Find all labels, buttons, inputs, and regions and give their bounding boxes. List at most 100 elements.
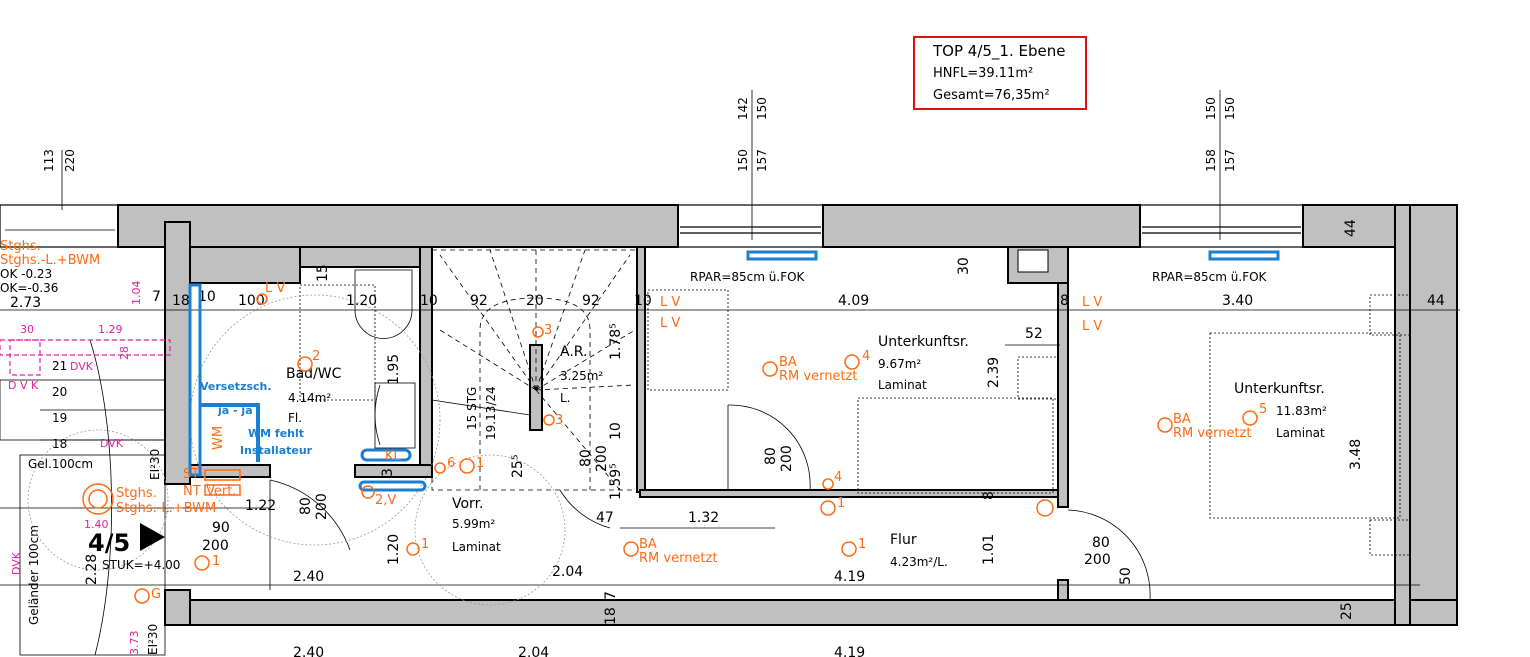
plan-label: 2.28 — [84, 554, 100, 585]
room-floor-bad: Fl. — [288, 411, 302, 425]
plumbing-annotations: Versetzsch. ja - ja WM fehlt Installateu… — [188, 283, 427, 492]
plan-label: 2.39 — [986, 357, 1002, 388]
plan-label: 1.40 — [84, 518, 109, 531]
plan-label: 1.59⁵ — [608, 463, 624, 500]
plan-label: D V K — [8, 379, 39, 392]
plan-label: 2.04 — [552, 564, 583, 580]
plan-label: 4 — [834, 470, 842, 485]
plan-label: 28 — [118, 346, 131, 360]
plan-label: Stghs.-L.+BWM — [116, 501, 216, 516]
plan-label: 1.20 — [386, 534, 402, 565]
plan-label: 25⁵ — [510, 455, 526, 478]
outer-wall-right — [1409, 204, 1458, 626]
electrical-symbols: Stghs. Stghs.-L.+BWM Stghs. Stghs.-L.+BW… — [0, 239, 1267, 604]
railing-label: Gel.100cm — [28, 457, 93, 471]
staircase — [0, 249, 638, 656]
stair-number: 18 — [52, 437, 67, 451]
plan-label: 200 — [779, 445, 795, 472]
sanitary — [27, 269, 1411, 606]
plan-label: 2 — [312, 349, 320, 364]
plan-label: 7 — [603, 591, 619, 600]
room-labels: Bad/WC 4.14m² Fl. A.R. 3.25m² L. Vorr. 5… — [27, 334, 1327, 625]
room-floor-ar: L. — [560, 391, 571, 405]
inner-wall-right — [1394, 204, 1411, 626]
plan-label: 44 — [1343, 219, 1359, 237]
room-area-flur: 4.23m²/L. — [890, 555, 948, 569]
room-floor-unterkunft2: Laminat — [1276, 426, 1325, 440]
plan-label: 1.29 — [98, 323, 123, 336]
room-area-unterkunft1: 9.67m² — [878, 357, 921, 371]
rpar-label: RPAR=85cm ü.FOK — [1152, 270, 1268, 284]
title-box: TOP 4/5_1. Ebene HNFL=39.11m² Gesamt=76,… — [913, 36, 1087, 110]
wall-bad-top — [299, 246, 421, 268]
plan-label: 92 — [582, 293, 600, 309]
rpar-label: RPAR=85cm ü.FOK — [690, 270, 806, 284]
windows — [0, 90, 1304, 248]
plan-label: 52 — [1025, 326, 1043, 342]
stair-number: 20 — [52, 385, 67, 399]
plan-label: 80 — [763, 447, 779, 465]
plan-label: BA — [1173, 412, 1191, 427]
plan-label: L V — [1082, 319, 1102, 334]
plan-label: 20 — [526, 293, 544, 309]
plan-label: 7 — [152, 289, 161, 305]
window-tag-top: 142 — [736, 97, 750, 120]
railing-label: Geländer 100cm — [27, 525, 41, 625]
window-tag-top: 150 — [736, 149, 750, 172]
unit-label: 4/5 — [88, 529, 130, 557]
plan-label: 3 — [555, 413, 563, 428]
plan-label: 100 — [238, 293, 265, 309]
window-tag-top: 150 — [1204, 97, 1218, 120]
plan-label: 5 — [1259, 402, 1267, 417]
wall-flur-top — [639, 489, 1061, 498]
room-name-ar: A.R. — [560, 344, 587, 360]
plan-label: 1.95 — [386, 354, 402, 385]
room-name-unterkunft1: Unterkunftsr. — [878, 334, 969, 350]
plan-label: 2.04 — [518, 645, 549, 657]
wall-left-lower — [164, 589, 191, 626]
plan-label: Vert. — [206, 484, 236, 499]
plan-label: L V — [660, 295, 680, 310]
plan-label: 3.40 — [1222, 293, 1253, 309]
plan-label: DVK — [70, 360, 94, 373]
plan-label: 1.04 — [130, 281, 143, 306]
outer-wall-top-2 — [822, 204, 1141, 248]
window-tag-bottom: 157 — [1223, 149, 1237, 172]
plan-label: 4.19 — [834, 569, 865, 585]
title-box-hnfl: HNFL=39.11m² — [933, 66, 1034, 81]
plan-label: 4 — [862, 349, 870, 364]
plan-label: 18 — [172, 293, 190, 309]
room-area-bad: 4.14m² — [288, 391, 331, 405]
plan-label: OK=-0.36 — [0, 281, 58, 295]
plan-label: ja - ja — [217, 404, 253, 417]
plan-label: WM — [211, 426, 226, 450]
stairs-left — [0, 379, 166, 656]
wall-bad-bottom-left — [189, 464, 271, 478]
plan-label: BA — [639, 537, 657, 552]
plan-label: 10 — [608, 422, 624, 440]
plan-label: OK -0.23 — [0, 267, 52, 281]
room-name-unterkunft2: Unterkunftsr. — [1234, 381, 1325, 397]
plan-label: L V — [660, 316, 680, 331]
plan-label: 10 — [420, 293, 438, 309]
room-name-vorr: Vorr. — [452, 496, 484, 512]
plan-label: Installateur — [240, 444, 313, 457]
window-tag-bottom: 150 — [1223, 97, 1237, 120]
outer-wall-top-1 — [117, 204, 679, 248]
plan-label: 2.73 — [10, 295, 41, 311]
plan-label: ST — [183, 467, 199, 482]
plan-label: EI²30 — [148, 449, 162, 480]
plan-label: 200 — [594, 445, 610, 472]
plan-label: 1 — [421, 537, 429, 552]
plan-label: 80 — [298, 497, 314, 515]
plan-label: Stghs.-L.+BWM — [0, 253, 100, 268]
wall-room-divider — [1057, 246, 1069, 508]
plan-label: 1 — [858, 537, 866, 552]
plan-label: 8 — [1060, 293, 1069, 309]
plan-label: 30 — [20, 323, 34, 336]
plan-label: 10 — [198, 289, 216, 305]
plan-label: 44 — [1427, 293, 1445, 309]
plan-label: 2.40 — [293, 645, 324, 657]
plan-label: RM vernetzt — [639, 551, 717, 566]
markup-annotations: 1.04 30 1.29 DVK D V K DVK 1.40 3.73 DVK… — [0, 281, 171, 655]
